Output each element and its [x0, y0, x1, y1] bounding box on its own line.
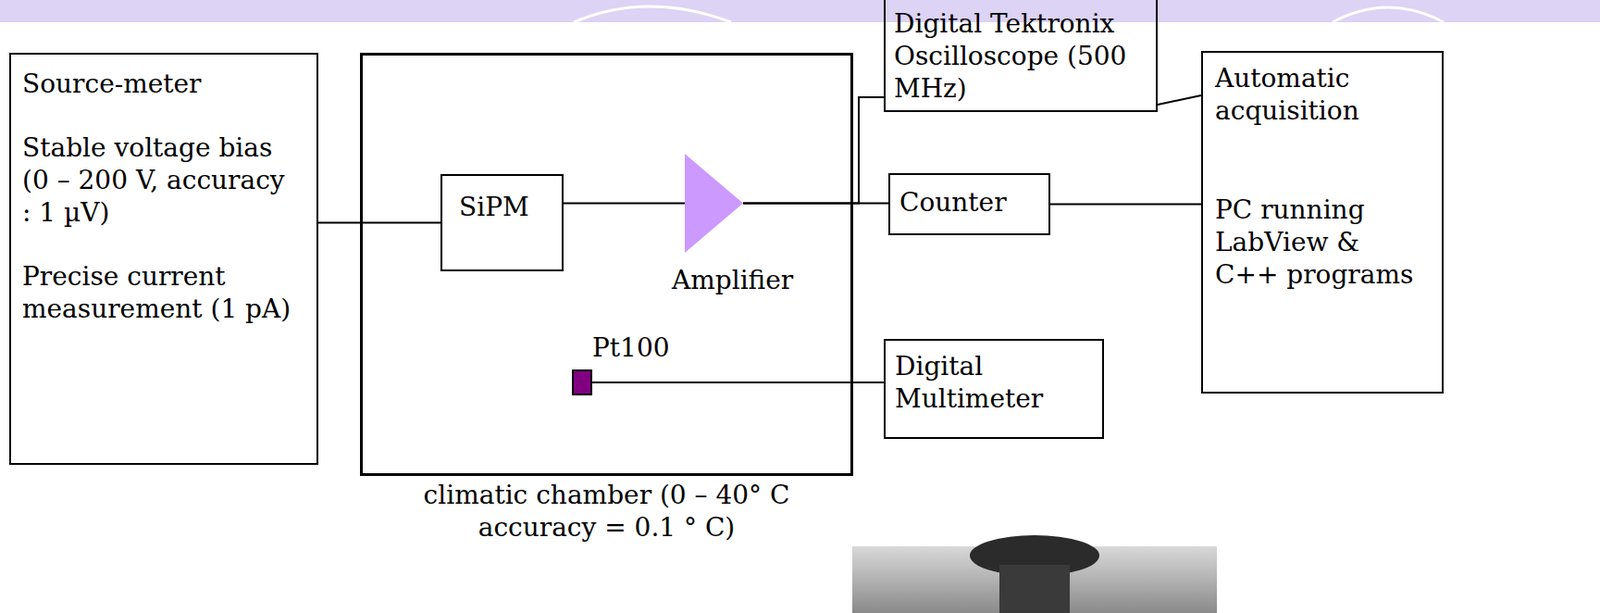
box-heading: Digital Multimeter	[894, 349, 1093, 415]
signal-wire	[563, 202, 685, 205]
box-text: PC running LabView & C++ programs	[1215, 193, 1430, 291]
box-heading: SiPM	[458, 190, 553, 224]
header-band	[0, 0, 1600, 23]
header-curve	[573, 6, 732, 23]
box-heading: Source-meter	[22, 67, 300, 100]
amplifier-symbol	[684, 153, 744, 253]
instrument-box: Digital Multimeter	[883, 338, 1104, 439]
pt100-sensor: Pt100	[571, 369, 593, 396]
process-box: Counter	[888, 173, 1051, 236]
sensor-symbol	[571, 369, 593, 396]
amplifier-shape	[684, 153, 744, 253]
signal-wire	[1050, 203, 1202, 206]
component-label: Pt100	[592, 331, 670, 364]
box-heading: Counter	[899, 186, 1040, 219]
sensor-box: SiPM	[440, 173, 564, 272]
box-text: Stable voltage bias (0 – 200 V, accuracy…	[22, 131, 300, 229]
chamber-box: SiPMAmplifierPt100climatic chamber (0 – …	[359, 52, 854, 476]
sensor-shape	[572, 370, 592, 395]
box-text: Precise current measurement (1 pA)	[22, 260, 300, 325]
signal-wire	[592, 381, 884, 384]
amplifier-triangle: Amplifier	[684, 153, 744, 253]
signal-wire	[318, 222, 441, 224]
box-heading: Automatic acquisition	[1215, 62, 1430, 127]
chamber-label: climatic chamber (0 – 40° C accuracy = 0…	[375, 478, 839, 544]
instrument-box: Digital Tektronix Oscilloscope (500 MHz)	[883, 0, 1158, 112]
box-heading: Digital Tektronix Oscilloscope (500 MHz)	[893, 7, 1148, 105]
instrument-box: Source-meterStable voltage bias (0 – 200…	[9, 52, 319, 465]
signal-wire	[1157, 95, 1202, 105]
signal-wire	[743, 97, 884, 204]
header-curve	[1332, 7, 1444, 23]
computer-box: Automatic acquisition PC running LabView …	[1201, 50, 1444, 394]
component-label: Amplifier	[671, 263, 794, 297]
photo-object	[999, 564, 1070, 613]
